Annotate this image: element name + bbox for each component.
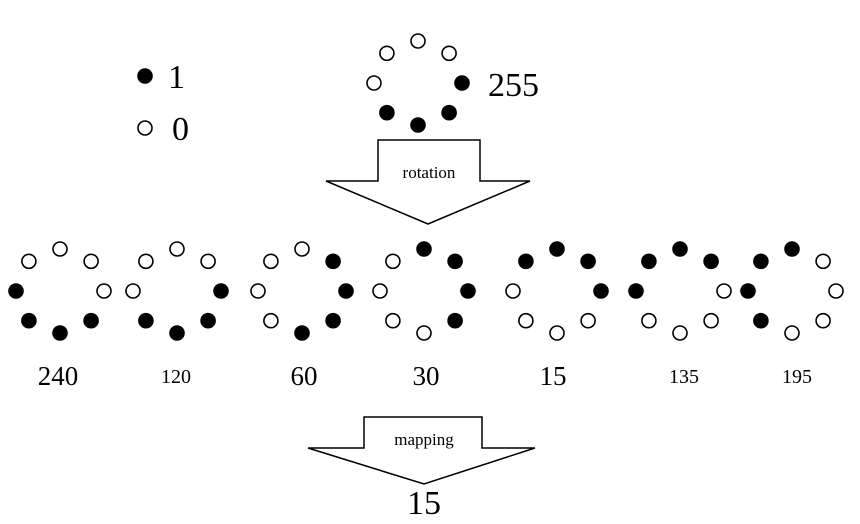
- rotation-arrow: rotation: [325, 139, 531, 225]
- pattern-15-bit-5-one: [580, 253, 596, 270]
- pattern-240-bit-6-zero: [52, 241, 68, 257]
- pattern-120-bit-2-one: [169, 325, 185, 341]
- pattern-240-bit-5-zero: [83, 253, 99, 270]
- top-pattern-bit-7-zero: [379, 45, 395, 62]
- top-pattern: [366, 33, 470, 133]
- pattern-label-240: 240: [38, 361, 79, 391]
- mapping-arrow-shape: [307, 416, 536, 485]
- pattern-120-bit-1-one: [138, 312, 154, 329]
- rotation-arrow-label: rotation: [403, 163, 456, 182]
- pattern-120-bit-5-zero: [200, 253, 216, 270]
- pattern-15-bit-0-zero: [505, 283, 521, 299]
- pattern-135-bit-4-zero: [716, 283, 732, 299]
- pattern-30-bit-6-one: [416, 241, 432, 257]
- top-pattern-bit-2-one: [410, 117, 426, 133]
- pattern-60-bit-1-zero: [263, 312, 279, 329]
- pattern-240-bit-7-zero: [21, 253, 37, 270]
- pattern-135-bit-5-one: [703, 253, 719, 270]
- pattern-195-bit-5-zero: [815, 253, 831, 270]
- pattern-30-bit-7-zero: [385, 253, 401, 270]
- pattern-135-bit-2-zero: [672, 325, 688, 341]
- mapping-result: 15: [407, 485, 441, 522]
- pattern-15-bit-4-one: [593, 283, 609, 299]
- pattern-30-bit-5-one: [447, 253, 463, 270]
- pattern-135-bit-6-one: [672, 241, 688, 257]
- pattern-195-bit-7-one: [753, 253, 769, 270]
- pattern-120-bit-7-zero: [138, 253, 154, 270]
- pattern-label-60: 60: [291, 361, 318, 391]
- pattern-15-bit-2-zero: [549, 325, 565, 341]
- rotation-arrow-shape: [325, 139, 531, 225]
- pattern-30-bit-3-one: [447, 312, 463, 329]
- pattern-60-bit-3-one: [325, 312, 341, 329]
- top-pattern-bit-6-zero: [410, 33, 426, 49]
- legend-one-label: 1: [168, 59, 185, 96]
- pattern-240-bit-0-one: [8, 283, 24, 299]
- top-pattern-label: 255: [488, 67, 539, 104]
- pattern-135-bit-1-zero: [641, 312, 657, 329]
- top-pattern-bit-1-one: [379, 104, 395, 121]
- pattern-135-bit-0-one: [628, 283, 644, 299]
- top-pattern-bit-3-one: [441, 104, 457, 121]
- pattern-60-bit-6-zero: [294, 241, 310, 257]
- pattern-195-bit-6-one: [784, 241, 800, 257]
- pattern-135-bit-7-one: [641, 253, 657, 270]
- pattern-labels: 240 120 60 30 15 135 195: [38, 361, 812, 391]
- pattern-120-bit-0-zero: [125, 283, 141, 299]
- pattern-label-120: 120: [161, 366, 191, 388]
- pattern-row: [8, 241, 844, 341]
- pattern-195-bit-1-one: [753, 312, 769, 329]
- legend: 1 0: [137, 59, 189, 148]
- pattern-30-bit-2-zero: [416, 325, 432, 341]
- pattern-label-135: 135: [669, 366, 699, 388]
- pattern-15-bit-7-one: [518, 253, 534, 270]
- pattern-240-bit-2-one: [52, 325, 68, 341]
- pattern-60-bit-2-one: [294, 325, 310, 341]
- pattern-195-bit-4-zero: [828, 283, 844, 299]
- pattern-240-bit-4-zero: [96, 283, 112, 299]
- legend-empty-dot: [137, 120, 153, 136]
- pattern-60-bit-7-zero: [263, 253, 279, 270]
- pattern-label-15: 15: [540, 361, 567, 391]
- pattern-15-bit-1-zero: [518, 312, 534, 329]
- legend-zero-label: 0: [172, 111, 189, 148]
- pattern-60-bit-4-one: [338, 283, 354, 299]
- pattern-120-bit-4-one: [213, 283, 229, 299]
- pattern-30-bit-0-zero: [372, 283, 388, 299]
- top-pattern-bit-0-zero: [366, 75, 382, 91]
- top-pattern-bit-4-one: [454, 75, 470, 91]
- pattern-195-bit-3-zero: [815, 312, 831, 329]
- pattern-195-bit-0-one: [740, 283, 756, 299]
- pattern-135-bit-3-zero: [703, 312, 719, 329]
- pattern-195-bit-2-zero: [784, 325, 800, 341]
- pattern-15-bit-6-one: [549, 241, 565, 257]
- pattern-30-bit-1-zero: [385, 312, 401, 329]
- pattern-120-bit-3-one: [200, 312, 216, 329]
- pattern-label-30: 30: [413, 361, 440, 391]
- mapping-arrow-label: mapping: [394, 430, 454, 449]
- pattern-60-bit-0-zero: [250, 283, 266, 299]
- pattern-120-bit-6-zero: [169, 241, 185, 257]
- pattern-15-bit-3-zero: [580, 312, 596, 329]
- legend-filled-dot: [137, 68, 153, 84]
- pattern-240-bit-3-one: [83, 312, 99, 329]
- top-pattern-bit-5-zero: [441, 45, 457, 62]
- pattern-240-bit-1-one: [21, 312, 37, 329]
- pattern-60-bit-5-one: [325, 253, 341, 270]
- mapping-arrow: mapping: [307, 416, 536, 485]
- pattern-30-bit-4-one: [460, 283, 476, 299]
- pattern-label-195: 195: [782, 366, 812, 388]
